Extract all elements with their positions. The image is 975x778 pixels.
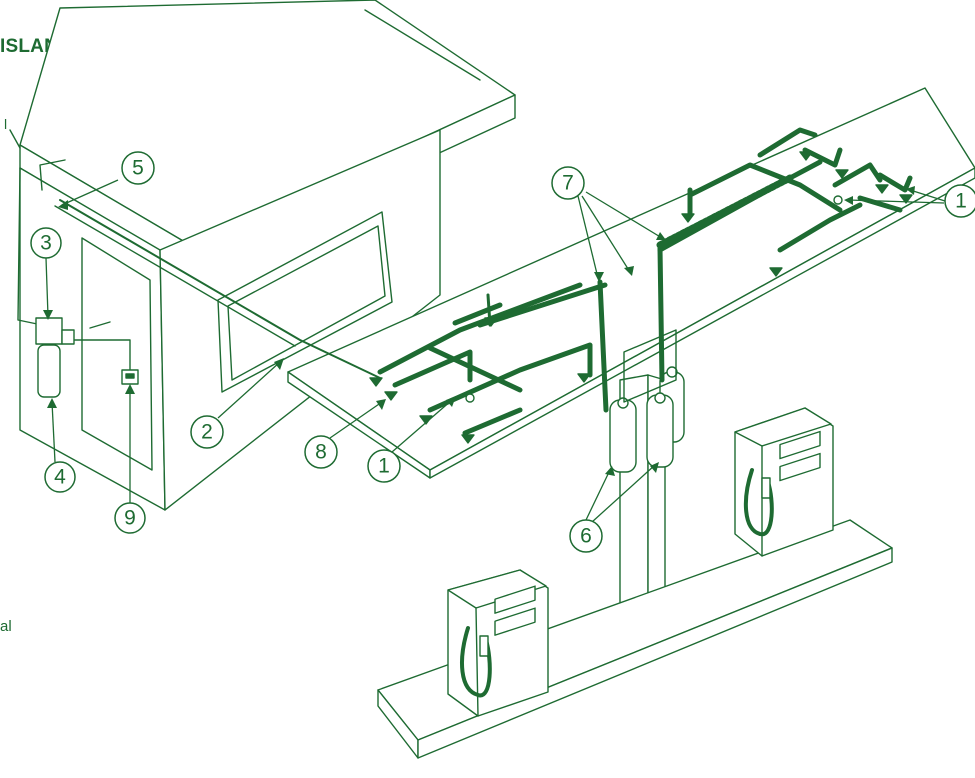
callout-9-label: 9 [124,507,136,530]
callout-8-label: 8 [315,441,327,464]
callout-4: 4 [44,398,76,493]
callout-1-left-label: 1 [378,455,390,478]
fuel-dispenser-right [734,407,834,557]
callout-6: 6 [569,462,659,553]
agent-cylinders [609,329,685,473]
island-canopy [287,87,975,479]
building-window [217,211,393,393]
callout-3: 3 [30,227,62,320]
detection-lines [17,159,381,379]
callout-5: 5 [58,151,155,210]
nozzles [369,151,913,444]
control-devices [35,317,139,398]
callout-1-left: 1 [367,396,456,483]
callout-3-label: 3 [40,232,52,255]
callout-1-right-label: 1 [955,190,967,213]
building [19,0,516,511]
piping-right [656,127,913,383]
piping-left [377,279,609,436]
callout-8: 8 [304,399,386,469]
callout-4-label: 4 [54,466,66,489]
callout-9: 9 [114,384,146,534]
callout-6-label: 6 [580,525,592,548]
callout-7: 7 [551,166,666,282]
callout-1-right: 1 [844,184,975,218]
text-fragment-bottom: al [0,618,12,635]
callout-2-label: 2 [201,421,213,444]
text-fragment-top: l [4,116,8,132]
callout-2: 2 [190,358,284,449]
callout-5-label: 5 [132,157,144,180]
fuel-dispenser-left [447,569,549,717]
callout-7-label: 7 [562,172,574,195]
